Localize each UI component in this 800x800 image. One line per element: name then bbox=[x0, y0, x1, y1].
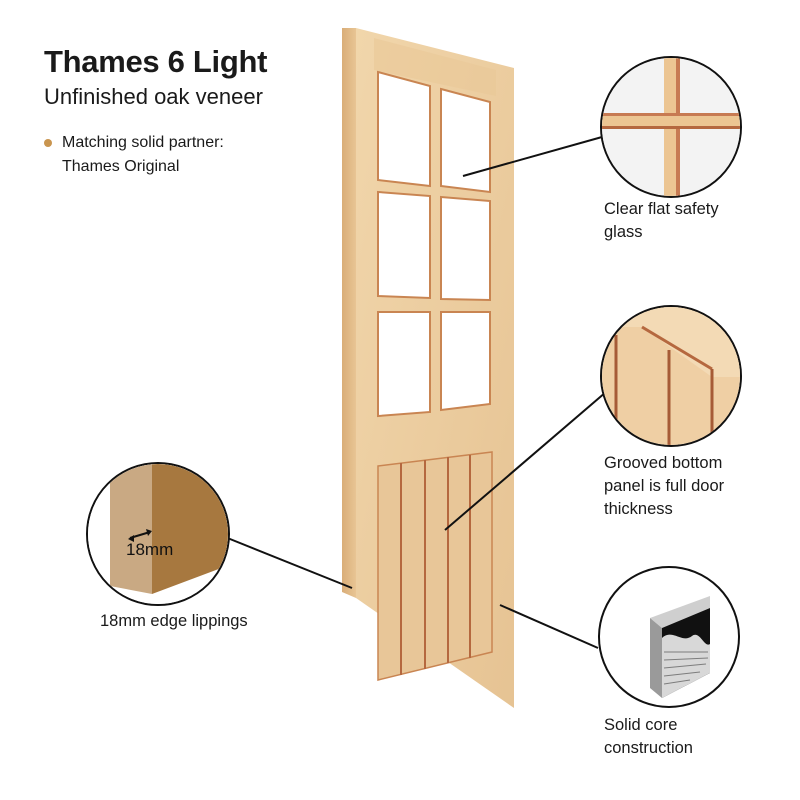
grooved-panel-detail-icon bbox=[600, 305, 742, 447]
bullet-line-2: Thames Original bbox=[62, 158, 180, 175]
lipping-dimension-label: 18mm bbox=[126, 540, 174, 559]
partner-bullet: Matching solid partner: Thames Original bbox=[44, 131, 224, 179]
bullet-line-1: Matching solid partner: bbox=[62, 134, 224, 151]
edge-lipping-detail-icon: 18mm bbox=[86, 462, 230, 606]
callout-lipping-caption: 18mm edge lippings bbox=[100, 612, 248, 630]
callout-core-caption: Solid core construction bbox=[604, 716, 693, 757]
door-edge bbox=[342, 28, 356, 598]
connector-lines bbox=[224, 136, 607, 649]
product-title: Thames 6 Light bbox=[44, 44, 268, 79]
callout-grooved-caption: Grooved bottom panel is full door thickn… bbox=[604, 454, 725, 518]
solid-core-block-icon bbox=[598, 566, 740, 708]
glass-panes bbox=[377, 70, 491, 418]
grooved-panel bbox=[377, 451, 493, 681]
product-subtitle: Unfinished oak veneer bbox=[44, 84, 263, 109]
callout-glass-caption: Clear flat safety glass bbox=[604, 200, 719, 241]
glazing-bar-detail-icon bbox=[600, 56, 742, 198]
bullet-dot-icon bbox=[44, 139, 52, 147]
panel-grooves bbox=[400, 455, 471, 675]
